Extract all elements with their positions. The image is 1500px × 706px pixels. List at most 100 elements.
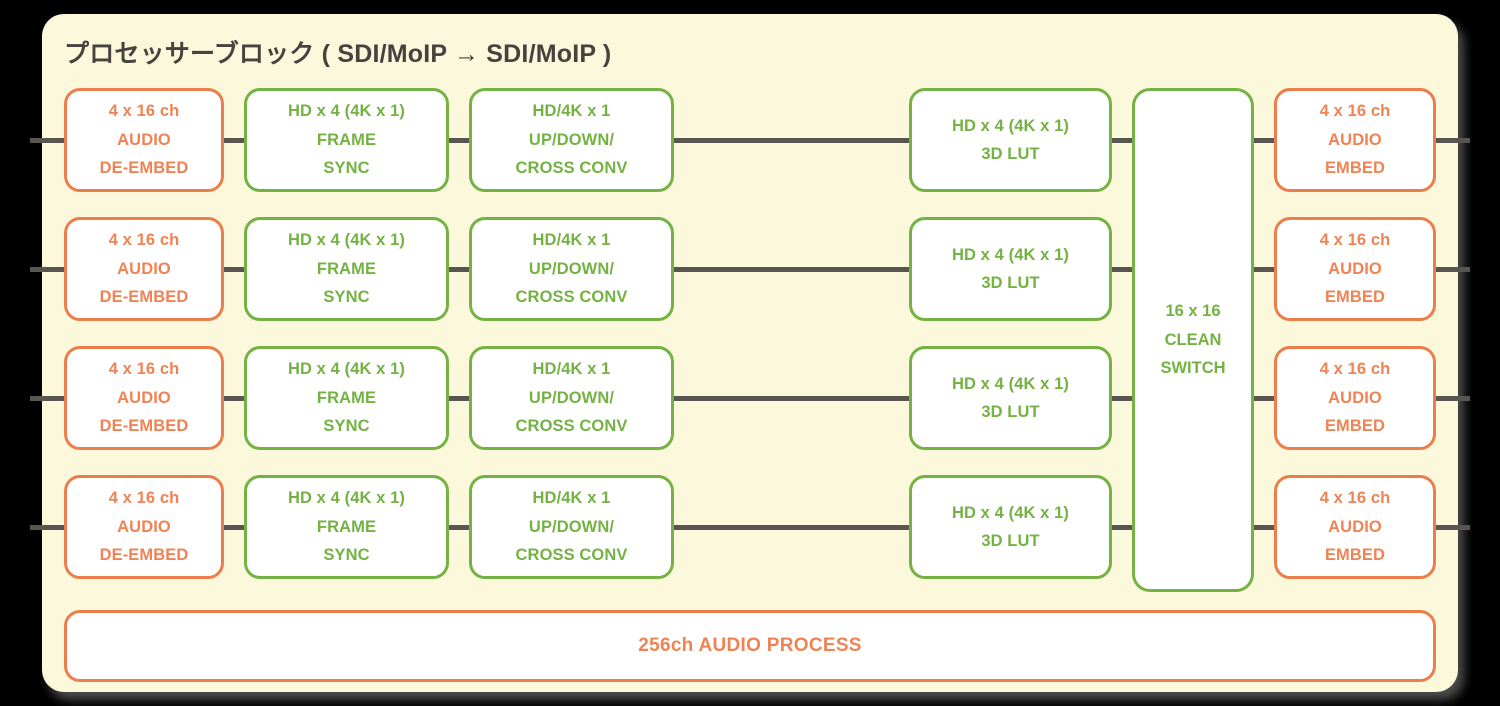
- block-frame-sync-row4-line-3: SYNC: [323, 546, 370, 565]
- block-frame-sync-row4[interactable]: HD x 4 (4K x 1) FRAME SYNC: [244, 475, 449, 579]
- connector-line-row4-seg6: [1248, 525, 1280, 530]
- block-audio-embed-row2-line-1: 4 x 16 ch: [1319, 231, 1391, 250]
- block-up-down-cross-conv-row4-line-2: UP/DOWN/: [528, 517, 615, 536]
- connector-line-row1-seg3: [443, 138, 475, 143]
- connector-line-row2-seg3: [443, 267, 475, 272]
- block-audio-embed-row2-line-3: EMBED: [1324, 288, 1386, 307]
- connector-line-row4-seg7: [1430, 525, 1470, 530]
- block-up-down-cross-conv-row3-line-1: HD/4K x 1: [532, 360, 611, 379]
- connector-line-row4-seg5: [1106, 525, 1138, 530]
- block-audio-embed-row3-line-1: 4 x 16 ch: [1319, 360, 1391, 379]
- block-audio-de-embed-row2[interactable]: 4 x 16 ch AUDIO DE-EMBED: [64, 217, 224, 321]
- connector-line-row1-seg6: [1248, 138, 1280, 143]
- block-audio-de-embed-row3-line-1: 4 x 16 ch: [108, 360, 180, 379]
- block-audio-de-embed-row3[interactable]: 4 x 16 ch AUDIO DE-EMBED: [64, 346, 224, 450]
- block-frame-sync-row3[interactable]: HD x 4 (4K x 1) FRAME SYNC: [244, 346, 449, 450]
- block-audio-de-embed-row4-line-3: DE-EMBED: [99, 546, 189, 565]
- block-3d-lut-row2-line-2: 3D LUT: [981, 274, 1040, 292]
- connector-line-row4-seg1: [30, 525, 70, 530]
- block-3d-lut-row3[interactable]: HD x 4 (4K x 1) 3D LUT: [909, 346, 1112, 450]
- block-3d-lut-row1-line-1: HD x 4 (4K x 1): [951, 116, 1070, 135]
- block-frame-sync-row3-line-3: SYNC: [323, 417, 370, 436]
- block-3d-lut-row3-line-1: HD x 4 (4K x 1): [951, 374, 1070, 393]
- block-audio-de-embed-row3-line-2: AUDIO: [117, 388, 171, 407]
- block-audio-de-embed-row2-line-3: DE-EMBED: [99, 288, 189, 307]
- block-audio-embed-row2-line-2: AUDIO: [1328, 259, 1382, 278]
- block-audio-embed-row4[interactable]: 4 x 16 ch AUDIO EMBED: [1274, 475, 1436, 579]
- block-up-down-cross-conv-row2-line-2: UP/DOWN/: [528, 259, 615, 278]
- audio-process-label: 256ch AUDIO PROCESS: [638, 635, 862, 656]
- connector-line-row1-seg1: [30, 138, 70, 143]
- block-up-down-cross-conv-row1-line-2: UP/DOWN/: [528, 130, 615, 149]
- block-frame-sync-row2-line-1: HD x 4 (4K x 1): [287, 231, 406, 250]
- block-up-down-cross-conv-row1-line-1: HD/4K x 1: [532, 102, 611, 121]
- connector-line-row3-seg1: [30, 396, 70, 401]
- block-frame-sync-row3-line-1: HD x 4 (4K x 1): [287, 360, 406, 379]
- block-up-down-cross-conv-row4-line-1: HD/4K x 1: [532, 489, 611, 508]
- block-audio-de-embed-row3-line-3: DE-EMBED: [99, 417, 189, 436]
- block-frame-sync-row2[interactable]: HD x 4 (4K x 1) FRAME SYNC: [244, 217, 449, 321]
- block-up-down-cross-conv-row2-line-3: CROSS CONV: [515, 288, 628, 307]
- connector-line-row2-seg7: [1430, 267, 1470, 272]
- block-audio-embed-row2[interactable]: 4 x 16 ch AUDIO EMBED: [1274, 217, 1436, 321]
- block-frame-sync-row1-line-3: SYNC: [323, 159, 370, 178]
- block-audio-embed-row4-line-3: EMBED: [1324, 546, 1386, 565]
- clean-switch-line-1: 16 x 16: [1165, 302, 1221, 321]
- page-title: プロセッサーブロック ( SDI/MoIP → SDI/MoIP ): [64, 40, 612, 68]
- block-audio-embed-row4-line-1: 4 x 16 ch: [1319, 489, 1391, 508]
- block-3d-lut-row4-line-2: 3D LUT: [981, 532, 1040, 550]
- block-3d-lut-row2-line-1: HD x 4 (4K x 1): [951, 245, 1070, 264]
- block-frame-sync-row1-line-2: FRAME: [316, 130, 377, 149]
- connector-line-row3-seg2: [218, 396, 250, 401]
- block-3d-lut-row2[interactable]: HD x 4 (4K x 1) 3D LUT: [909, 217, 1112, 321]
- block-3d-lut-row1[interactable]: HD x 4 (4K x 1) 3D LUT: [909, 88, 1112, 192]
- block-audio-embed-row1-line-2: AUDIO: [1328, 130, 1382, 149]
- block-frame-sync-row4-line-1: HD x 4 (4K x 1): [287, 489, 406, 508]
- audio-process-bar[interactable]: 256ch AUDIO PROCESS: [64, 610, 1436, 682]
- connector-line-row2-seg6: [1248, 267, 1280, 272]
- block-audio-embed-row3-line-2: AUDIO: [1328, 388, 1382, 407]
- block-audio-embed-row4-line-2: AUDIO: [1328, 517, 1382, 536]
- connector-line-row1-seg5: [1106, 138, 1138, 143]
- processor-block-panel: プロセッサーブロック ( SDI/MoIP → SDI/MoIP ) 4 x 1…: [30, 14, 1470, 692]
- block-audio-de-embed-row1-line-2: AUDIO: [117, 130, 171, 149]
- connector-line-row2-seg1: [30, 267, 70, 272]
- connector-line-row1-seg7: [1430, 138, 1470, 143]
- block-3d-lut-row4[interactable]: HD x 4 (4K x 1)3D LUT: [909, 475, 1112, 579]
- block-up-down-cross-conv-row3-line-2: UP/DOWN/: [528, 388, 615, 407]
- block-frame-sync-row3-line-2: FRAME: [316, 388, 377, 407]
- connector-line-row2-seg4: [668, 267, 915, 272]
- block-frame-sync-row2-line-2: FRAME: [316, 259, 377, 278]
- connector-line-row4-seg2: [218, 525, 250, 530]
- block-audio-de-embed-row4-line-2: AUDIO: [117, 517, 171, 536]
- block-frame-sync-row4-line-2: FRAME: [316, 517, 377, 536]
- block-up-down-cross-conv-row4-line-3: CROSS CONV: [515, 546, 628, 565]
- block-audio-de-embed-row2-line-1: 4 x 16 ch: [108, 231, 180, 250]
- clean-switch-line-3: SWITCH: [1160, 359, 1226, 378]
- block-audio-embed-row1-line-3: EMBED: [1324, 159, 1386, 178]
- block-audio-de-embed-row1-line-1: 4 x 16 ch: [108, 102, 180, 121]
- block-3d-lut-row3-line-2: 3D LUT: [981, 403, 1040, 421]
- connector-line-row3-seg7: [1430, 396, 1470, 401]
- block-frame-sync-row2-line-3: SYNC: [323, 288, 370, 307]
- connector-line-row2-seg2: [218, 267, 250, 272]
- block-audio-de-embed-row1[interactable]: 4 x 16 ch AUDIO DE-EMBED: [64, 88, 224, 192]
- connector-line-row3-seg6: [1248, 396, 1280, 401]
- block-audio-de-embed-row2-line-2: AUDIO: [117, 259, 171, 278]
- block-3d-lut-row1-line-2: 3D LUT: [981, 145, 1040, 163]
- connector-line-row3-seg5: [1106, 396, 1138, 401]
- block-audio-de-embed-row1-line-3: DE-EMBED: [99, 159, 189, 178]
- block-up-down-cross-conv-row4[interactable]: HD/4K x 1 UP/DOWN/CROSS CONV: [469, 475, 674, 579]
- connector-line-row4-seg4: [668, 525, 915, 530]
- connector-line-row1-seg2: [218, 138, 250, 143]
- connector-line-row2-seg5: [1106, 267, 1138, 272]
- clean-switch-block[interactable]: 16 x 16 CLEAN SWITCH: [1132, 88, 1254, 592]
